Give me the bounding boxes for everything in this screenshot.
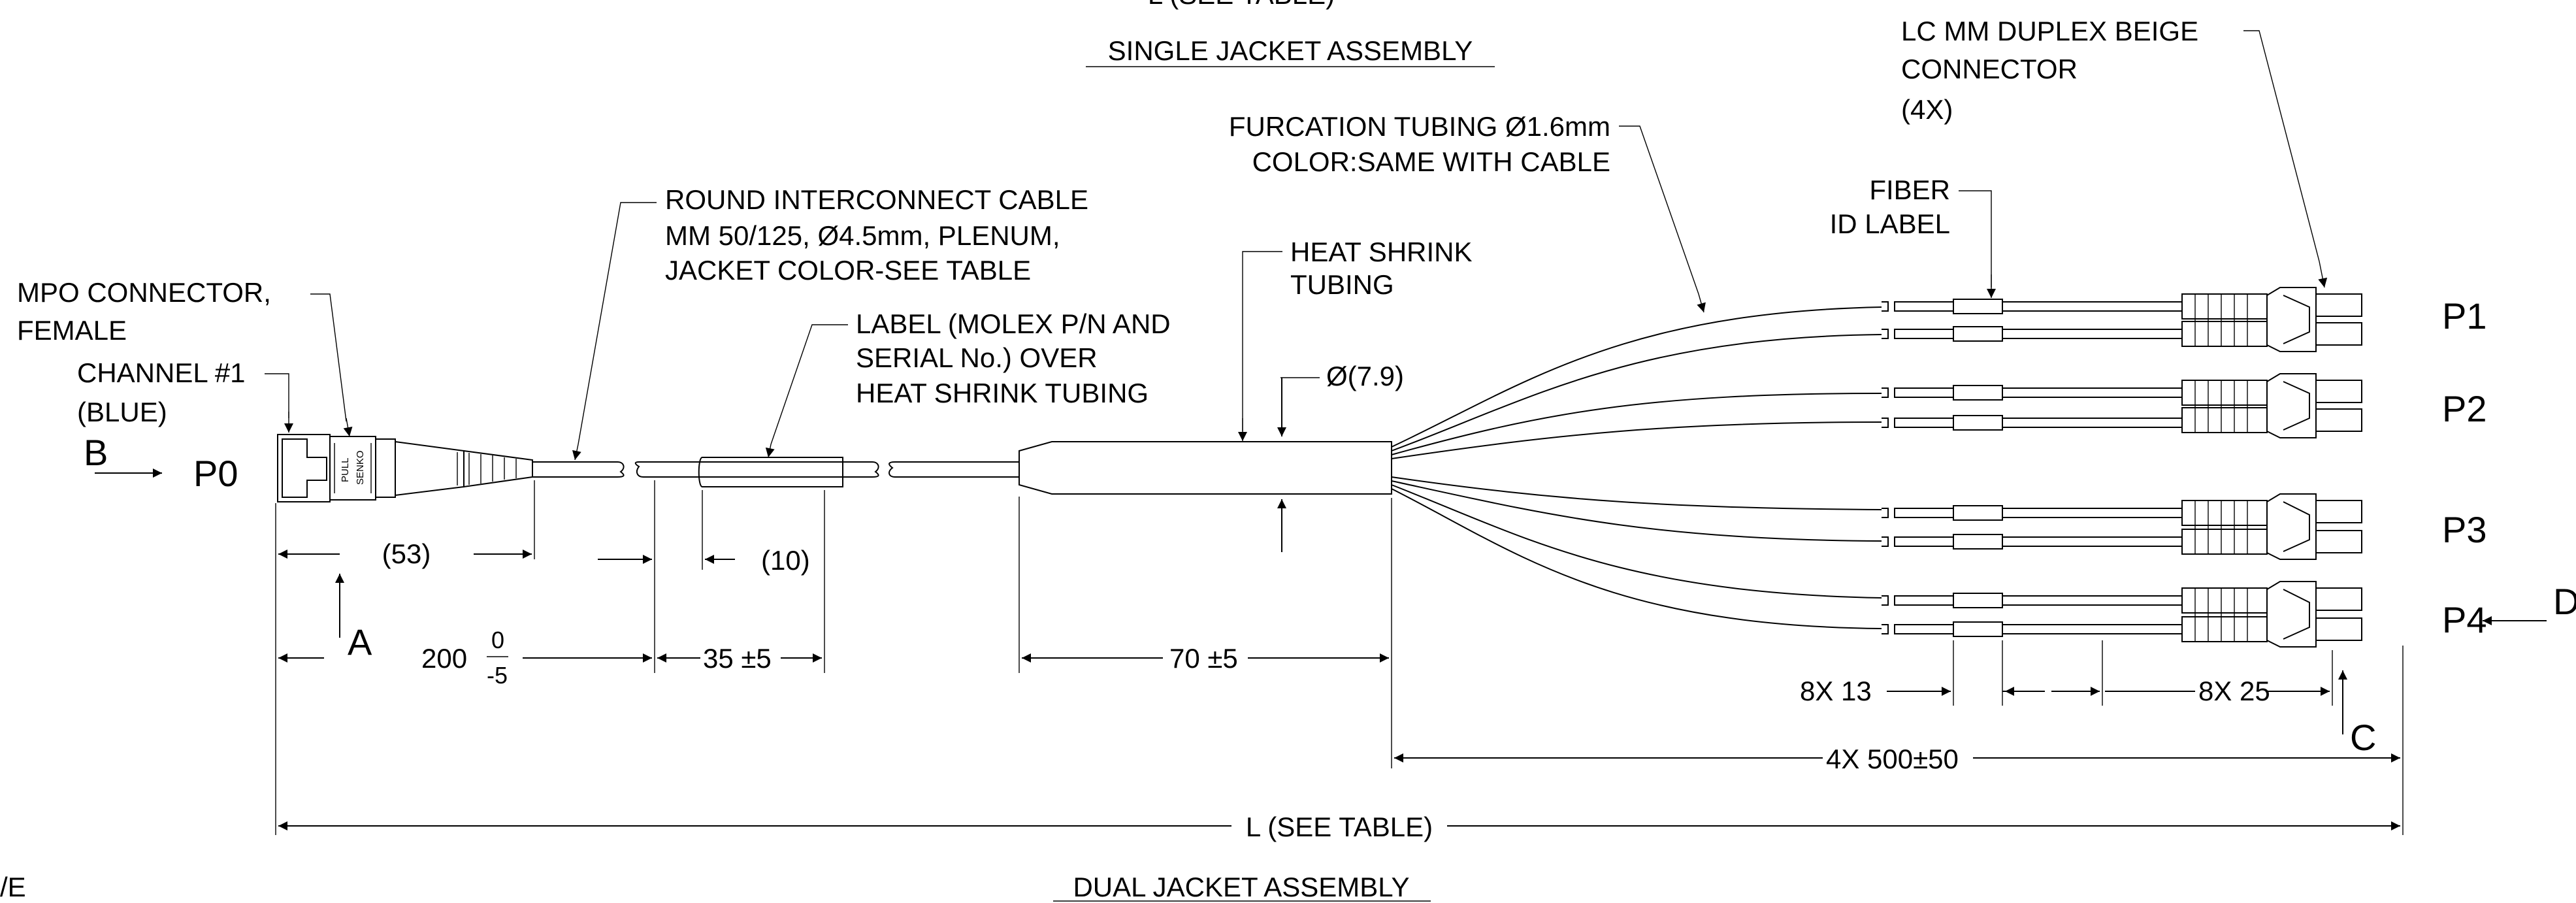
dim-53: (53) bbox=[278, 538, 532, 569]
round-cable-label-line-2: MM 50/125, Ø4.5mm, PLENUM, bbox=[665, 220, 1060, 251]
diameter-callout: Ø(7.9) bbox=[1277, 361, 1404, 552]
fiber-id-callout: FIBER ID LABEL bbox=[1830, 174, 1996, 298]
dim-l-text: L (SEE TABLE) bbox=[1246, 812, 1433, 842]
channel-callout: CHANNEL #1 (BLUE) bbox=[77, 357, 293, 433]
view-a-letter: A bbox=[348, 621, 372, 663]
dim-70: 70 ±5 bbox=[1022, 643, 1389, 674]
dim-70-text: 70 ±5 bbox=[1169, 643, 1238, 674]
fiber-lead-5 bbox=[1882, 505, 2183, 521]
breakout-heat-shrink bbox=[1019, 441, 1392, 495]
dim-8x13: 8X 13 bbox=[1800, 676, 1951, 706]
dim-200: 200 0 -5 bbox=[278, 627, 652, 689]
port-p3-label: P3 bbox=[2442, 509, 2487, 550]
dim-35-text: 35 ±5 bbox=[703, 643, 772, 674]
lc-connector-p3 bbox=[2181, 493, 2362, 560]
lc-connector-label-line-1: LC MM DUPLEX BEIGE bbox=[1901, 16, 2198, 46]
dim-200-lower-tol: -5 bbox=[487, 662, 508, 689]
heat-shrink-callout: HEAT SHRINK TUBING bbox=[1238, 237, 1473, 441]
mpo-callout: MPO CONNECTOR, FEMALE bbox=[17, 277, 353, 437]
edge-view-text: /E bbox=[0, 872, 26, 902]
round-cable-label-line-1: ROUND INTERCONNECT CABLE bbox=[665, 184, 1088, 215]
label-over-line-1: LABEL (MOLEX P/N AND bbox=[856, 308, 1171, 339]
channel-label-line-2: (BLUE) bbox=[77, 397, 167, 427]
label-heat-shrink bbox=[698, 457, 843, 487]
fiber-lead-2 bbox=[1882, 326, 2183, 342]
dim-8x25-text: 8X 25 bbox=[2198, 676, 2270, 706]
fiber-lead-1 bbox=[1882, 299, 2183, 314]
fiber-lead-7 bbox=[1882, 593, 2183, 608]
dim-10: (10) bbox=[705, 545, 810, 576]
fan-out-fibers bbox=[1391, 306, 1882, 629]
mpo-connector: PULL SENKO bbox=[277, 434, 533, 502]
mpo-label-line-2: FEMALE bbox=[17, 315, 127, 346]
dim-4x500: 4X 500±50 bbox=[1394, 744, 2400, 774]
dim-200-upper-tol: 0 bbox=[491, 627, 504, 653]
single-jacket-title: SINGLE JACKET ASSEMBLY bbox=[1108, 35, 1473, 66]
lc-connectors bbox=[2181, 287, 2362, 648]
port-p1-label: P1 bbox=[2442, 295, 2487, 337]
round-cable-label-line-3: JACKET COLOR-SEE TABLE bbox=[665, 255, 1031, 286]
label-over-line-2: SERIAL No.) OVER bbox=[856, 342, 1098, 373]
dim-53-text: (53) bbox=[382, 538, 431, 569]
dim-10-text: (10) bbox=[761, 545, 810, 576]
lc-connector-callout: LC MM DUPLEX BEIGE CONNECTOR (4X) bbox=[1901, 16, 2328, 288]
furcation-label-line-2: COLOR:SAME WITH CABLE bbox=[1252, 146, 1610, 177]
fiber-id-label-line-2: ID LABEL bbox=[1830, 208, 1950, 239]
fiber-lead-8 bbox=[1882, 621, 2183, 637]
label-over-callout: LABEL (MOLEX P/N AND SERIAL No.) OVER HE… bbox=[765, 308, 1171, 458]
fiber-leads bbox=[1882, 299, 2183, 637]
fiber-lead-4 bbox=[1882, 415, 2183, 431]
view-b-letter: B bbox=[84, 432, 108, 473]
channel-label-line-1: CHANNEL #1 bbox=[77, 357, 246, 388]
fiber-lead-3 bbox=[1882, 385, 2183, 401]
diameter-label: Ø(7.9) bbox=[1326, 361, 1404, 391]
dual-jacket-title: DUAL JACKET ASSEMBLY bbox=[1073, 872, 1409, 902]
pull-marking: PULL bbox=[340, 457, 351, 482]
heat-shrink-label-line-1: HEAT SHRINK bbox=[1290, 237, 1473, 267]
lc-connector-p1 bbox=[2181, 287, 2362, 352]
port-p0-label: P0 bbox=[193, 453, 238, 494]
furcation-label-line-1: FURCATION TUBING Ø1.6mm bbox=[1229, 111, 1610, 142]
dim-200-text: 200 bbox=[421, 643, 467, 674]
extension-lines bbox=[275, 480, 2404, 835]
fiber-lead-6 bbox=[1882, 534, 2183, 550]
lc-connector-label-line-2: CONNECTOR bbox=[1901, 54, 2078, 84]
round-cable-callout: ROUND INTERCONNECT CABLE MM 50/125, Ø4.5… bbox=[572, 184, 1088, 461]
top-cut-dimension-text: L (SEE TABLE) bbox=[1148, 0, 1335, 10]
lc-connector-p2 bbox=[2181, 373, 2362, 438]
label-over-line-3: HEAT SHRINK TUBING bbox=[856, 378, 1149, 408]
heat-shrink-label-line-2: TUBING bbox=[1290, 269, 1394, 300]
port-p2-label: P2 bbox=[2442, 388, 2487, 429]
port-p4-label: P4 bbox=[2442, 599, 2487, 640]
view-c-letter: C bbox=[2350, 717, 2376, 758]
senko-marking: SENKO bbox=[355, 450, 366, 485]
lc-connector-label-line-3: (4X) bbox=[1901, 94, 1953, 125]
dim-8x25: 8X 25 bbox=[2105, 676, 2330, 706]
furcation-callout: FURCATION TUBING Ø1.6mm COLOR:SAME WITH … bbox=[1229, 111, 1706, 313]
lc-connector-p4 bbox=[2181, 581, 2362, 648]
dim-35: 35 ±5 bbox=[657, 643, 822, 674]
fiber-id-label-line-1: FIBER bbox=[1869, 174, 1950, 205]
dim-l: L (SEE TABLE) bbox=[278, 812, 2400, 842]
round-cable bbox=[532, 461, 1020, 478]
view-d-letter: D bbox=[2553, 581, 2576, 622]
mpo-label-line-1: MPO CONNECTOR, bbox=[17, 277, 271, 308]
dim-8x13-text: 8X 13 bbox=[1800, 676, 1872, 706]
dim-4x500-text: 4X 500±50 bbox=[1826, 744, 1959, 774]
